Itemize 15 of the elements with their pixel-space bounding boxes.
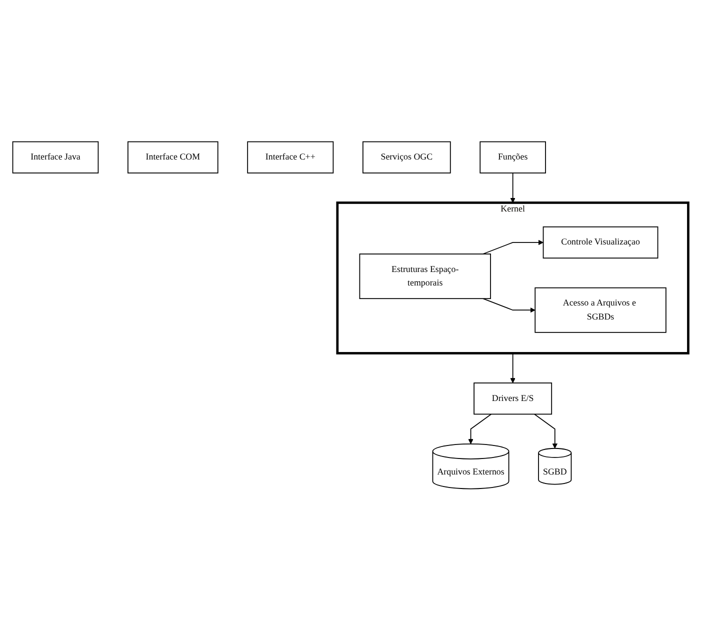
arrow [482, 240, 544, 254]
arrow [482, 298, 536, 312]
node-box: Funções [480, 141, 546, 174]
arrow [534, 413, 558, 448]
node-box: Acesso a Arquivos e SGBDs [534, 287, 666, 333]
arrow [468, 413, 492, 444]
node-box: Interface COM [128, 141, 218, 174]
node-box: Estruturas Espaço-temporais [359, 253, 491, 299]
node-box: Controle Visualizaçao [542, 226, 658, 258]
node-box: Serviços OGC [362, 141, 451, 174]
arrow [510, 172, 516, 203]
node-box: Drivers E/S [474, 382, 552, 414]
node-box: Interface Java [12, 141, 99, 174]
node-box: Interface C++ [247, 141, 334, 174]
arrow [510, 352, 516, 383]
